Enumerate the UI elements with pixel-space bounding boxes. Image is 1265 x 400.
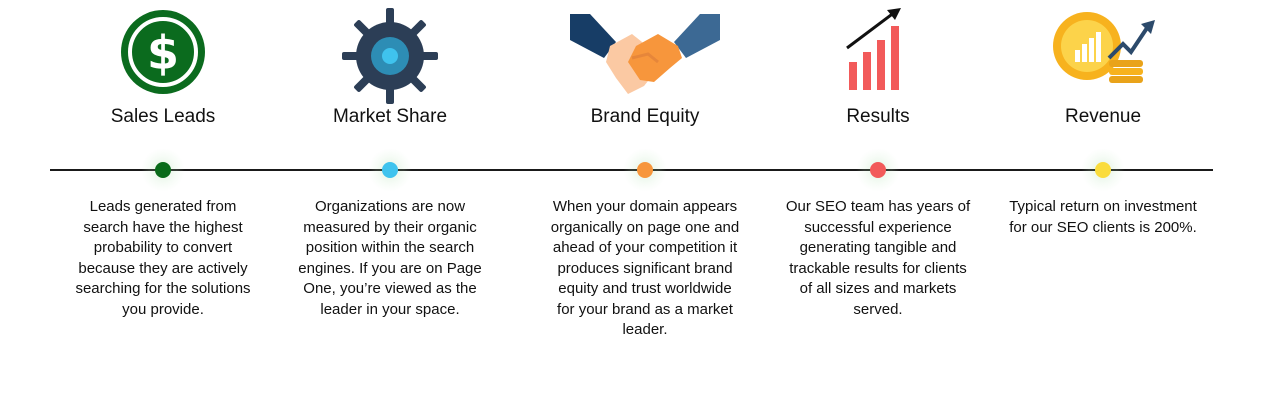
- timeline-line: [50, 169, 1213, 171]
- gold-coins-growth-icon: [988, 6, 1218, 106]
- svg-text:$: $: [147, 26, 179, 80]
- timeline-dot: [1095, 162, 1111, 178]
- item-title: Sales Leads: [110, 106, 216, 127]
- item-description: Organizations are now measured by their …: [298, 198, 482, 318]
- timeline-item-revenue: Revenue Typical return on investment for…: [988, 0, 1218, 400]
- growth-bar-chart-icon: [763, 6, 993, 106]
- item-description: Our SEO team has years of successful exp…: [785, 198, 971, 318]
- item-description: Typical return on investment for our SEO…: [1009, 198, 1197, 236]
- item-description: When your domain appears organically on …: [550, 198, 740, 338]
- timeline-item-market-share: Market Share Organizations are now measu…: [275, 0, 505, 400]
- item-title: Results: [846, 106, 910, 127]
- handshake-icon: [530, 6, 760, 106]
- item-title: Revenue: [1064, 106, 1142, 127]
- item-title: Brand Equity: [590, 106, 700, 127]
- timeline-dot: [155, 162, 171, 178]
- item-title: Market Share: [332, 106, 448, 127]
- timeline-item-results: Results Our SEO team has years of succes…: [763, 0, 993, 400]
- timeline-dot: [382, 162, 398, 178]
- item-description: Leads generated from search have the hig…: [75, 198, 251, 318]
- timeline-item-sales-leads: $ Sales Leads Leads generated from searc…: [48, 0, 278, 400]
- timeline-dot: [870, 162, 886, 178]
- timeline-dot: [637, 162, 653, 178]
- timeline-item-brand-equity: Brand Equity When your domain appears or…: [530, 0, 760, 400]
- dollar-coin-icon: $: [48, 6, 278, 106]
- gear-icon: [275, 6, 505, 106]
